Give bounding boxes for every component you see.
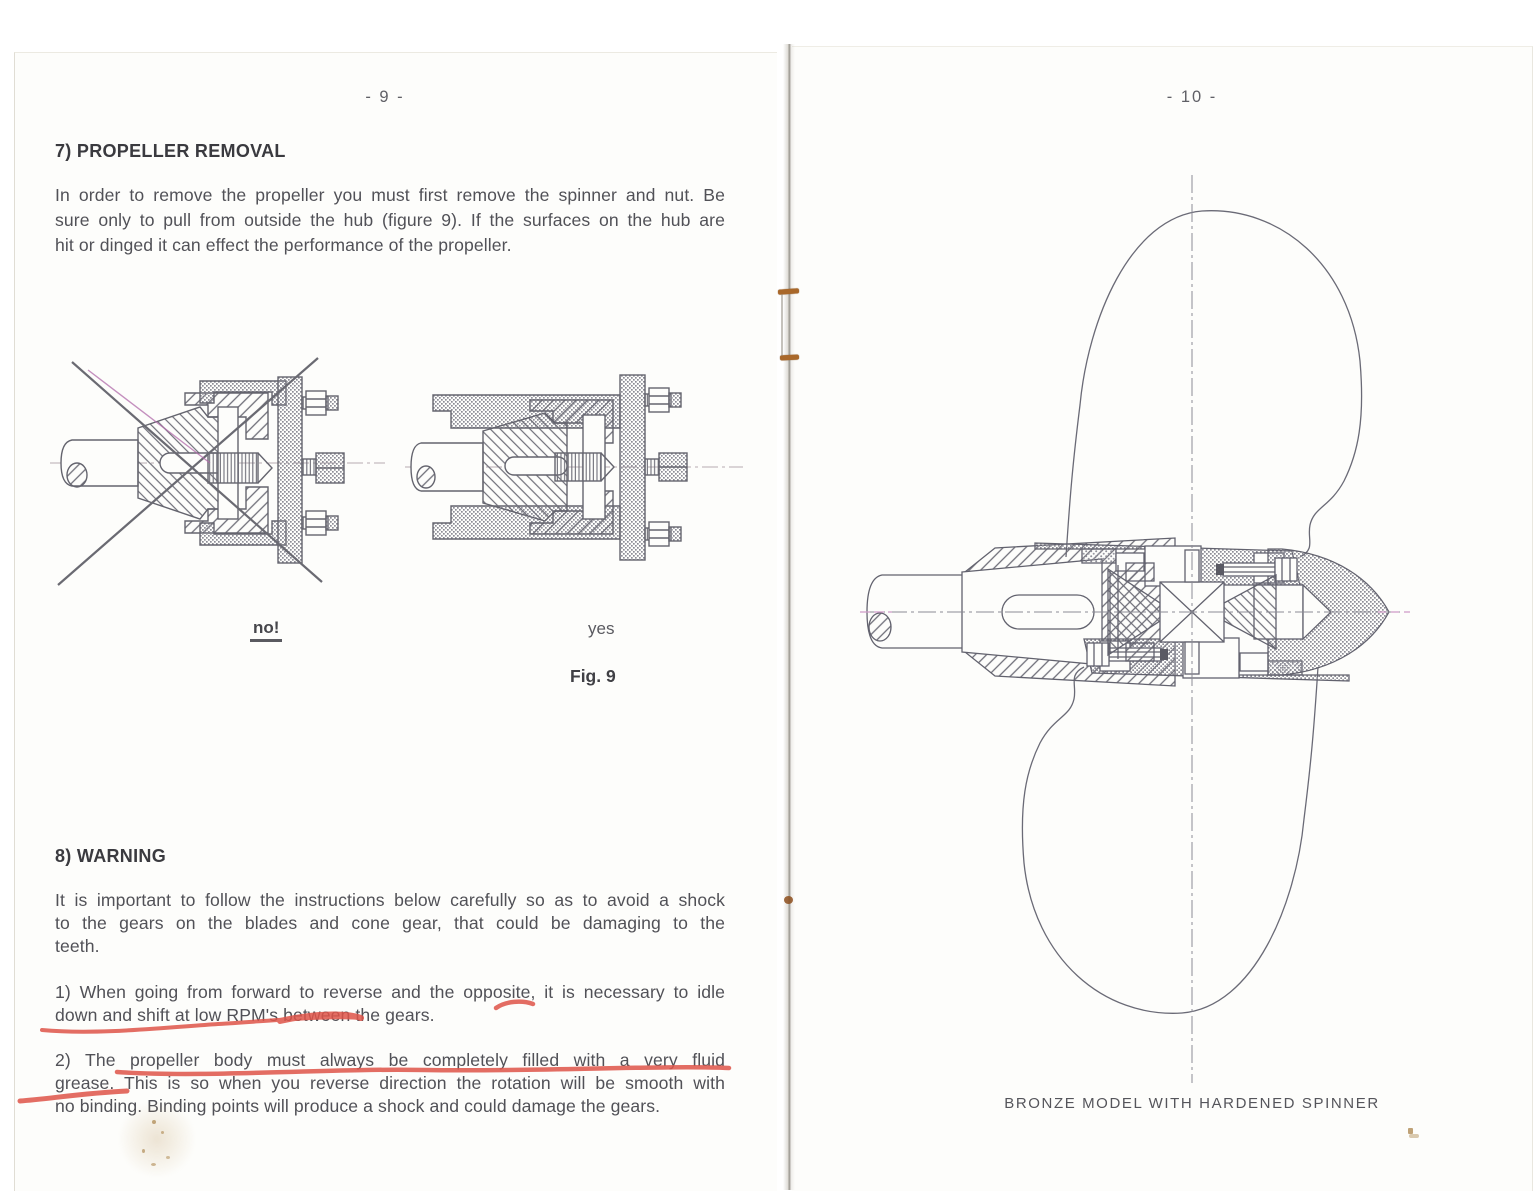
- paragraph-line: grease. This is so when you reverse dire…: [55, 1073, 725, 1093]
- paragraph-line: no binding. Binding points will produce …: [55, 1096, 661, 1116]
- stain-speck: [166, 1156, 170, 1159]
- paragraph-line: 2) The propeller body must always be com…: [55, 1050, 725, 1070]
- stain-speck: [142, 1149, 145, 1153]
- warning-paragraph: It is important to follow the instructio…: [55, 889, 725, 958]
- figure9-no-drawing: [50, 357, 385, 586]
- paragraph-line: In order to remove the propeller you mus…: [55, 185, 725, 205]
- section-7-heading: 7) PROPELLER REMOVAL: [55, 141, 286, 161]
- rust-spot: [784, 896, 793, 904]
- paragraph-line: teeth.: [55, 936, 100, 956]
- figure9-yes-drawing: [405, 374, 743, 561]
- propeller-assembly-drawing: [860, 175, 1410, 1083]
- corner-mark: [1409, 1134, 1419, 1138]
- paragraph-line: 1) When going from forward to reverse an…: [55, 982, 725, 1002]
- section-8-heading: 8) WARNING: [55, 846, 166, 866]
- page-number-9: - 9 -: [365, 88, 405, 106]
- figure9-yes-label: yes: [588, 619, 615, 638]
- paragraph-line: hit or dinged it can effect the performa…: [55, 235, 512, 255]
- stain-speck: [161, 1131, 164, 1134]
- page-number-10: - 10 -: [1166, 88, 1218, 106]
- staple-wire: [781, 294, 783, 356]
- intro-paragraph: In order to remove the propeller you mus…: [55, 183, 725, 258]
- paragraph-line: sure only to pull from outside the hub (…: [55, 210, 725, 230]
- figure9-caption: Fig. 9: [570, 666, 616, 686]
- paragraph-line: It is important to follow the instructio…: [55, 890, 725, 910]
- paragraph-line: to the gears on the blades and cone gear…: [55, 913, 725, 933]
- paper-stain: [118, 1100, 196, 1178]
- left-page-sheet: [14, 52, 777, 1191]
- stain-speck: [152, 1120, 156, 1124]
- figure9-no-label: no!: [250, 618, 283, 642]
- drawing-caption: BRONZE MODEL WITH HARDENED SPINNER: [1004, 1095, 1380, 1112]
- stain-speck: [151, 1163, 156, 1166]
- book-spine: [783, 44, 795, 1190]
- corner-mark: [1408, 1128, 1413, 1134]
- warning-item-1: 1) When going from forward to reverse an…: [55, 981, 725, 1027]
- paragraph-line: down and shift at low RPM's between the …: [55, 1005, 435, 1025]
